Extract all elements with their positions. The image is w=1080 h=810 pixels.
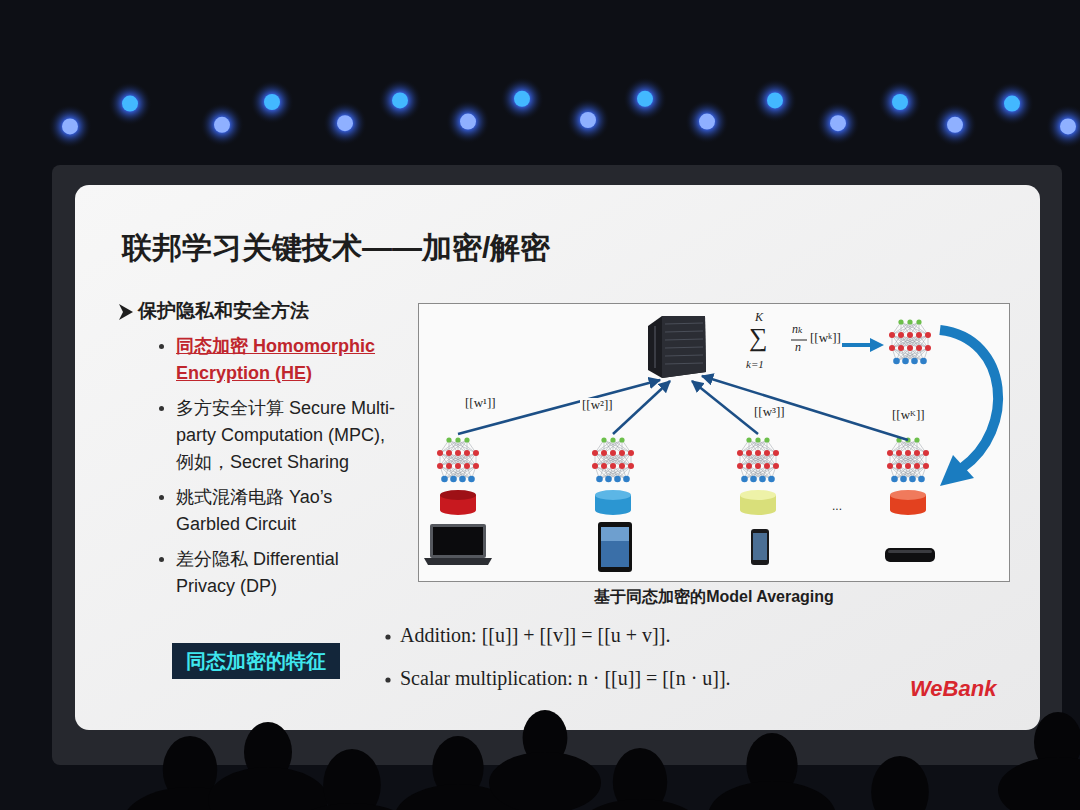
- light-lamp: [214, 117, 230, 133]
- light-glow: [933, 103, 977, 147]
- light-lamp: [1004, 96, 1020, 112]
- network-icon: [437, 437, 479, 482]
- light-glow: [200, 103, 244, 147]
- slide-title: 联邦学习关键技术——加密/解密: [122, 228, 550, 269]
- diagram-caption: 基于同态加密的Model Averaging: [419, 587, 1009, 608]
- light-glow: [446, 100, 490, 144]
- light-lamp: [767, 92, 783, 108]
- light-lamp: [62, 118, 78, 134]
- formula-part: [[wᵏ]]: [810, 331, 841, 346]
- edge-label: [[w³]]: [752, 405, 787, 420]
- bullet-dot: [159, 344, 164, 349]
- aggregate-arrow: [842, 338, 884, 352]
- light-lamp: [947, 117, 963, 133]
- database-cylinder: [740, 490, 776, 515]
- light-lamp: [830, 115, 846, 131]
- light-glow: [990, 82, 1034, 126]
- settop-box-icon: [885, 548, 935, 562]
- formula-part: n: [795, 341, 801, 355]
- method-item: 同态加密 Homomorphic Encryption (HE): [176, 333, 401, 387]
- server-icon: [648, 316, 706, 378]
- network-icon: [887, 437, 929, 482]
- upload-arrow: [613, 381, 670, 434]
- light-lamp: [637, 91, 653, 107]
- list-item: 同态加密 Homomorphic Encryption (HE): [176, 333, 401, 387]
- network-icon: [592, 437, 634, 482]
- formula-part: k=1: [746, 358, 764, 371]
- formula-part: K: [755, 311, 763, 325]
- bullet-dot: [385, 677, 390, 682]
- edge-label: [[w²]]: [580, 398, 615, 413]
- list-item: 姚式混淆电路 Yao’s Garbled Circuit: [176, 484, 401, 538]
- light-lamp: [1060, 118, 1076, 134]
- upload-arrow: [458, 380, 660, 434]
- light-glow: [250, 80, 294, 124]
- audience: [122, 710, 1080, 810]
- network-icon: [737, 437, 779, 482]
- method-list: 同态加密 Homomorphic Encryption (HE) 多方安全计算 S…: [176, 333, 401, 608]
- upload-arrow: [692, 381, 758, 434]
- light-glow: [623, 77, 667, 121]
- database-cylinder: [440, 490, 476, 515]
- formula-part: nₖ: [792, 323, 802, 337]
- diagram-ground: [418, 303, 1010, 582]
- bullet-dot: [385, 634, 390, 639]
- light-lamp: [392, 92, 408, 108]
- tablet-icon: [598, 522, 632, 572]
- heading-arrow: [119, 304, 133, 320]
- light-lamp: [460, 114, 476, 130]
- light-lamp: [699, 114, 715, 130]
- distribute-arrow: [940, 330, 998, 486]
- edge-label: [[w¹]]: [463, 396, 498, 411]
- light-glow: [878, 80, 922, 124]
- list-item: 差分隐私 Differential Privacy (DP): [176, 546, 401, 600]
- light-glow: [566, 98, 610, 142]
- database-cylinder: [595, 490, 631, 515]
- light-glow: [685, 100, 729, 144]
- light-glow: [500, 77, 544, 121]
- formula-line: Addition: [[u]] + [[v]] = [[u + v]].: [400, 624, 670, 647]
- stage-lights: [48, 77, 1080, 149]
- light-lamp: [892, 94, 908, 110]
- slide-panel: [75, 185, 1040, 730]
- section-heading: 保护隐私和安全方法: [138, 300, 309, 322]
- upload-arrow: [702, 376, 908, 440]
- list-item: 多方安全计算 Secure Multi-party Computation (M…: [176, 395, 401, 476]
- light-glow: [323, 101, 367, 145]
- feature-box: 同态加密的特征: [172, 643, 340, 679]
- screen-frame: [52, 165, 1062, 765]
- phone-icon: [751, 529, 769, 565]
- light-lamp: [580, 112, 596, 128]
- formula-part: ∑: [749, 323, 768, 353]
- diagram-panel: 基于同态加密的Model Averaging: [418, 303, 1010, 582]
- bullet-dot: [159, 406, 164, 411]
- light-glow: [753, 78, 797, 122]
- feature-label: 同态加密的特征: [186, 649, 326, 673]
- light-glow: [378, 78, 422, 122]
- light-glow: [108, 82, 152, 126]
- network-icon: [889, 319, 931, 364]
- method-item: 多方安全计算 Secure Multi-party Computation (M…: [176, 395, 401, 476]
- light-glow: [1046, 104, 1080, 148]
- logo-text: WeBank: [910, 676, 996, 701]
- edge-label: [[wᴷ]]: [890, 408, 927, 423]
- ellipsis: ...: [832, 500, 842, 514]
- light-lamp: [122, 96, 138, 112]
- formula-line: Scalar multiplication: n · [[u]] = [[n ·…: [400, 667, 731, 690]
- light-lamp: [264, 94, 280, 110]
- laptop-icon: [424, 524, 492, 565]
- light-lamp: [337, 115, 353, 131]
- bullet-dot: [159, 495, 164, 500]
- method-item: 姚式混淆电路 Yao’s Garbled Circuit: [176, 484, 401, 538]
- light-lamp: [514, 91, 530, 107]
- light-glow: [48, 104, 92, 148]
- light-glow: [816, 101, 860, 145]
- database-cylinder: [890, 490, 926, 515]
- method-item: 差分隐私 Differential Privacy (DP): [176, 546, 401, 600]
- bullet-dot: [159, 557, 164, 562]
